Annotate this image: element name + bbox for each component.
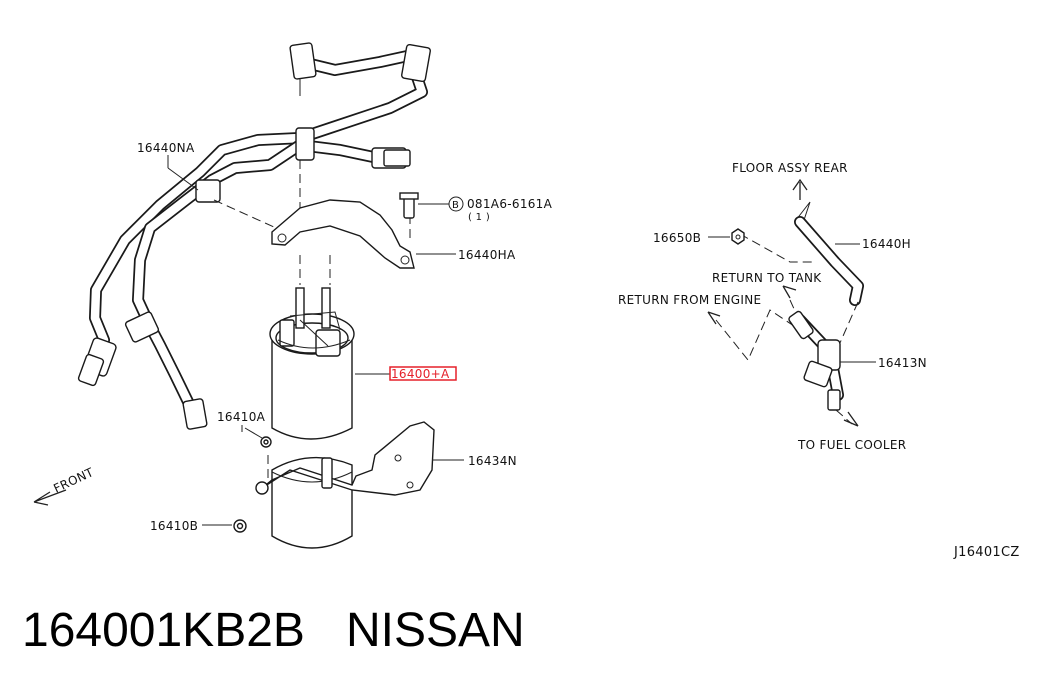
fuel-filter [269, 287, 355, 440]
callout-hose-rear: 16440H [862, 237, 911, 251]
fuel-hose-assembly [77, 42, 431, 430]
lower-bracket [255, 421, 435, 549]
callout-bolt-ref: 081A6-6161A [467, 197, 553, 211]
callout-connector-rear: 16413N [878, 356, 927, 370]
callout-nut-rear: 16650B [653, 231, 701, 245]
upper-bracket [271, 192, 419, 269]
label-to-fuel-cooler: TO FUEL COOLER [797, 438, 906, 452]
label-return-to-tank: RETURN TO TANK [712, 271, 822, 285]
rear-hose-assembly [707, 178, 864, 427]
callout-hose-front: 16440NA [137, 141, 195, 155]
clip-16410a [244, 427, 272, 448]
clip-16410b [233, 519, 247, 533]
callout-bracket-lower: 16434N [468, 454, 517, 468]
front-label: FRONT [51, 465, 96, 496]
label-floor-assy-rear: FLOOR ASSY REAR [732, 161, 848, 175]
callout-clip-lower: 16410B [150, 519, 198, 533]
nut-icon [731, 228, 745, 245]
front-arrow-icon [33, 489, 67, 506]
callout-bracket-upper: 16440HA [458, 248, 516, 262]
bolt-symbol: B [452, 200, 459, 211]
part-number-caption: 164001KB2B [22, 604, 305, 657]
bolt-symbol-icon [448, 196, 464, 212]
callout-clip-upper: 16410A [217, 410, 266, 424]
label-return-from-engine: RETURN FROM ENGINE [618, 293, 761, 307]
callout-bolt-qty: ( 1 ) [468, 212, 490, 223]
callout-fuel-filter: 16400+A [391, 367, 450, 381]
brand-caption: NISSAN [346, 604, 525, 657]
diagram-code: J16401CZ [953, 545, 1020, 560]
highlight-box [389, 366, 457, 381]
